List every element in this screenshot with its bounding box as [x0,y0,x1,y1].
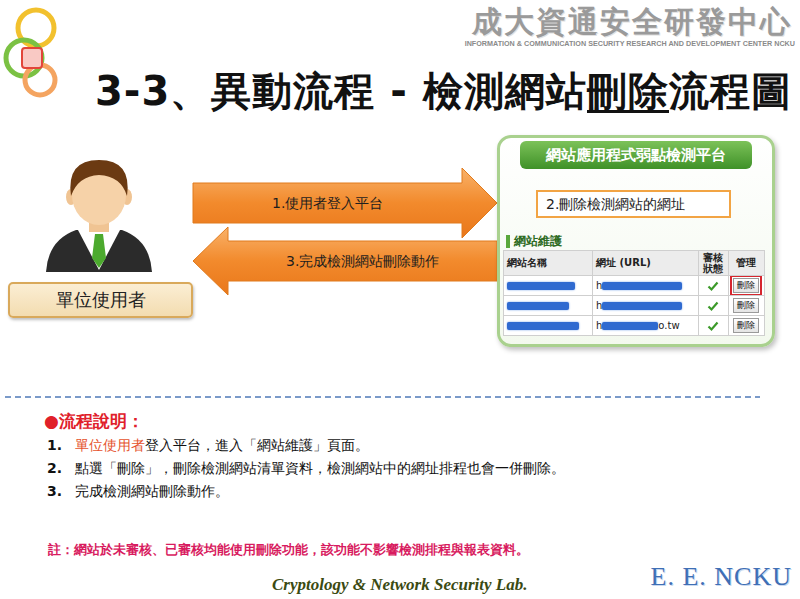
table-row: h 刪除 [504,296,765,316]
table-cell: 刪除 [728,316,764,336]
section-title: ●流程說明： [44,410,144,433]
site-table: 網站名稱 網址 (URL) 審核狀態 管理 h 刪除 h 刪除 h o.tw 刪除 [503,250,765,336]
step-text: 登入平台，進入「網站維護」頁面。 [145,437,369,453]
table-header-cell: 網址 (URL) [593,251,699,276]
url-text: h [596,320,602,331]
table-cell [699,296,728,316]
step-text: 完成檢測網站刪除動作。 [75,483,229,499]
person-icon [8,150,193,272]
actor-label: 單位使用者 [56,289,146,310]
org-name-en: INFORMATION & COMMUNICATION SECURITY RES… [465,39,795,48]
step-label: 2.刪除檢測網站的網址 [546,196,685,212]
blurred-name [507,322,579,330]
block-arrow [193,168,497,238]
table-cell [504,276,593,296]
step-box: 2.刪除檢測網站的網址 [536,190,731,218]
step-number: 1. [47,437,75,453]
step-line: 2.點選「刪除」，刪除檢測網站清單資料，檢測網站中的網址排程也會一併刪除。 [47,460,565,478]
table-cell: h [593,276,699,296]
check-mark [707,280,719,292]
arrow-label: 1.使用者登入平台 [272,194,383,212]
blurred-name [507,302,569,310]
actor-node: 單位使用者 [8,150,193,318]
table-header-text: 網站名稱 [507,257,547,268]
table-cell: h o.tw [593,316,699,336]
dashed-divider [5,396,760,398]
delete-button: 刪除 [733,318,759,333]
panel-header: 網站應用程式弱點檢測平台 [520,141,752,169]
check-mark [707,300,719,312]
logo [6,10,55,95]
table-cell [504,296,593,316]
department-mark: E. E. NCKU [651,562,792,592]
table-cell [504,316,593,336]
blurred-url [602,302,682,310]
person-suit [46,230,152,272]
person-hair [70,160,127,196]
actor-box: 單位使用者 [8,282,193,318]
platform-panel: 網站應用程式弱點檢測平台 2.刪除檢測網站的網址網站維護網站名稱 網址 (URL) 審… [497,135,775,347]
url-text: h [596,280,602,291]
title-underline [587,110,669,113]
table-header-cell: 管理 [728,251,764,276]
step-line: 1.單位使用者登入平台，進入「網站維護」頁面。 [47,437,369,455]
step-text: 單位使用者 [75,437,145,453]
delete-button: 刪除 [733,298,759,313]
table-header-cell: 審核狀態 [699,251,728,276]
table-cell [699,276,728,296]
check-mark [707,320,719,332]
table-row: h 刪除 [504,276,765,296]
step-number: 3. [47,483,75,499]
slide-title: 3-3、異動流程 - 檢測網站刪除流程圖 [95,66,792,116]
logo-ring [6,40,42,76]
table-header-row: 網站名稱 網址 (URL) 審核狀態 管理 [504,251,765,276]
block-arrow [193,227,497,295]
delete-button: 刪除 [733,278,759,293]
person-shirt [78,230,120,270]
check-stroke [709,322,718,329]
logo-square [22,48,42,68]
table-header-text: 網址 (URL) [596,257,651,268]
table-header-text: 審核狀態 [703,252,723,274]
blurred-url [602,322,658,330]
logo-ring [25,65,55,95]
step-text: 點選「刪除」，刪除檢測網站清單資料，檢測網站中的網址排程也會一併刪除。 [75,460,565,476]
note: 註：網站於未審核、已審核均能使用刪除功能，該功能不影響檢測排程與報表資料。 [48,542,529,559]
table-cell: 刪除 [728,276,764,296]
table-cell [699,316,728,336]
blurred-url [602,282,682,290]
check-stroke [709,282,718,289]
lab-name: Cryptology & Network Security Lab. [272,575,527,595]
table-header-text: 管理 [736,257,756,268]
step-number: 2. [47,460,75,476]
blurred-name [507,282,575,290]
table-row: h o.tw 刪除 [504,316,765,336]
check-stroke [709,302,718,309]
section-heading: 網站維護 [506,235,562,248]
url-text: h [596,300,602,311]
person-tie [92,234,106,268]
step-line: 3.完成檢測網站刪除動作。 [47,483,229,501]
org-name: 成大資通安全研發中心 [472,2,792,43]
url-text: o.tw [658,320,679,331]
table-header-cell: 網站名稱 [504,251,593,276]
table-cell: 刪除 [728,296,764,316]
arrow-label: 3.完成檢測網站刪除動作 [286,252,439,270]
table-cell: h [593,296,699,316]
